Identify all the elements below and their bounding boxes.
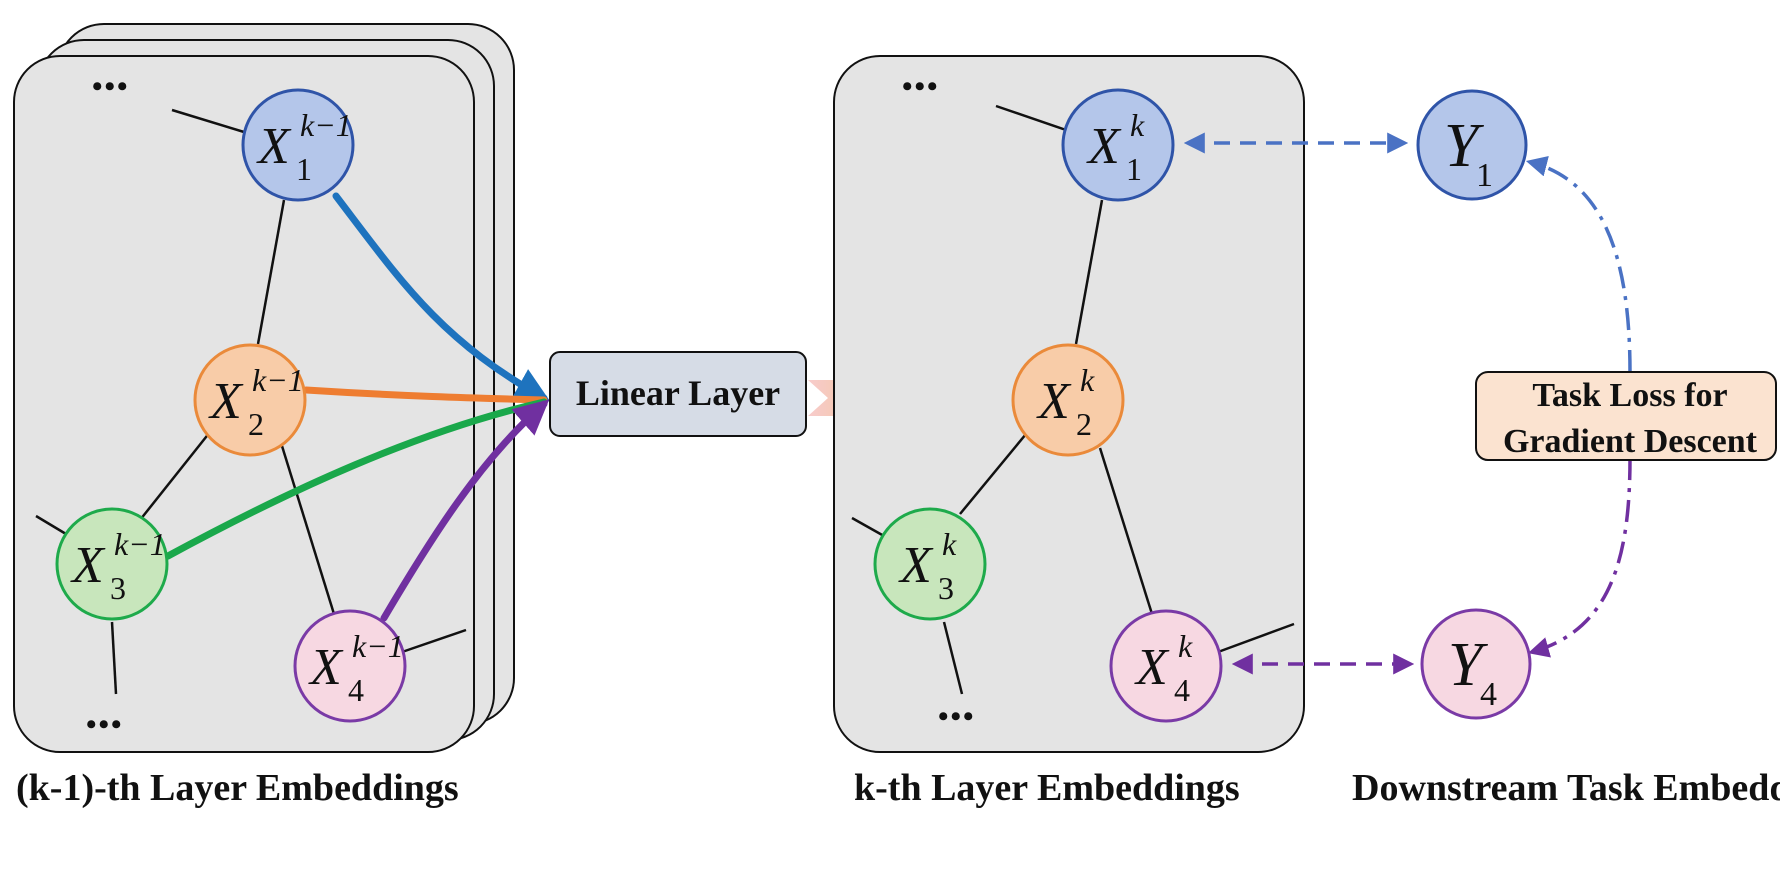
left-graph-edges [35, 108, 467, 695]
node-circle [1011, 343, 1125, 457]
loss-to-y4-curve [1527, 457, 1632, 658]
node-subscript: 3 [110, 570, 126, 606]
node-superscript: k [1178, 628, 1193, 664]
node-letter: X [256, 118, 292, 175]
node-letter: Y [1448, 631, 1488, 699]
node-superscript: k [942, 526, 957, 562]
node-subscript: 3 [938, 570, 954, 606]
node-letter: X [898, 537, 934, 594]
edge-x4-out [1217, 622, 1295, 654]
node-letter: X [308, 639, 344, 696]
edge-x2-x3 [959, 433, 1027, 515]
right-graph-edges [851, 104, 1295, 695]
node-superscript: k−1 [114, 526, 166, 562]
right-node-x2: X k 2 [1011, 343, 1125, 457]
node-superscript: k−1 [300, 107, 352, 143]
node-circle [241, 88, 355, 202]
task-loss-box: Task Loss for Gradient Descent [1475, 371, 1777, 461]
right-node-x3: X k 3 [873, 507, 987, 621]
node-subscript: 1 [296, 151, 312, 187]
linear-layer: Linear Layer [549, 351, 807, 437]
arrow-x3-to-linear [164, 398, 548, 560]
edge-x4-out [401, 628, 467, 654]
edge-x2-x3 [139, 431, 211, 521]
node-superscript: k [1080, 362, 1095, 398]
node-letter: X [70, 537, 106, 594]
edge-x3-out-left [35, 514, 67, 536]
svg-text:X: X [1134, 639, 1170, 696]
node-letter: X [1086, 118, 1122, 175]
node-letter: X [1134, 639, 1170, 696]
right-ellipsis-bottom: ••• [938, 700, 976, 733]
svg-text:X: X [70, 537, 106, 594]
edge-x3-out-left [851, 516, 885, 538]
loss-to-y1-curve [1525, 156, 1632, 373]
node-circle [55, 507, 169, 621]
edge-x3-out-down [110, 621, 118, 695]
node-subscript: 4 [348, 672, 364, 708]
svg-text:X: X [898, 537, 934, 594]
node-circle [873, 507, 987, 621]
right-node-x4: X k 4 [1109, 609, 1223, 723]
edge-x1-x2 [256, 199, 286, 345]
task-loss-line2: Gradient Descent [1503, 423, 1758, 460]
aggregation-arrows [164, 192, 551, 622]
edge-x1-x2 [1074, 199, 1104, 345]
edge-x1-out [171, 108, 245, 134]
left-ellipsis-bottom: ••• [86, 708, 124, 741]
node-superscript: k−1 [252, 362, 304, 398]
node-circle [1416, 89, 1528, 201]
svg-text:X: X [1036, 373, 1072, 430]
linear-layer-box [549, 351, 807, 437]
dashed-links [1183, 132, 1415, 675]
node-letter: X [1036, 373, 1072, 430]
edge-x3-out-down [942, 621, 964, 695]
node-circle [193, 343, 307, 457]
linear-layer-label: Linear Layer [576, 373, 780, 413]
svg-text:X: X [308, 639, 344, 696]
downstream-node-y4: Y 4 [1420, 608, 1532, 720]
left-ellipsis-top: ••• [92, 70, 130, 103]
left-panel-caption: (k-1)-th Layer Embeddings [16, 767, 459, 809]
node-circle [293, 609, 407, 723]
task-loss-line1: Task Loss for [1532, 377, 1727, 414]
arrow-x2-to-linear [302, 386, 548, 404]
right-ellipsis-top: ••• [902, 70, 940, 103]
right-node-x1: X k 1 [1061, 88, 1175, 202]
loss-feedback-curves [1525, 156, 1632, 658]
node-subscript: 1 [1126, 151, 1142, 187]
edge-x1-out [995, 104, 1067, 132]
node-circle [1420, 608, 1532, 720]
edge-x2-x4 [1098, 447, 1154, 615]
node-subscript: 4 [1480, 676, 1497, 713]
node-superscript: k [1130, 107, 1145, 143]
svg-text:X: X [208, 373, 244, 430]
right-panel-caption: k-th Layer Embeddings [854, 767, 1240, 809]
node-subscript: 1 [1476, 157, 1493, 194]
node-letter: Y [1444, 112, 1484, 180]
arrow-x4-to-linear [380, 399, 550, 622]
left-node-x4: X k−1 4 [293, 609, 407, 723]
left-node-x3: X k−1 3 [55, 507, 169, 621]
svg-text:X: X [1086, 118, 1122, 175]
node-letter: X [208, 373, 244, 430]
node-subscript: 2 [1076, 406, 1092, 442]
node-circle [1109, 609, 1223, 723]
task-loss-rect [1475, 371, 1777, 461]
left-node-x1: X k−1 1 [241, 88, 355, 202]
downstream-caption: Downstream Task Embeddings [1352, 767, 1780, 809]
arrow-x1-to-linear [332, 192, 551, 402]
downstream-node-y1: Y 1 [1416, 89, 1528, 201]
left-node-x2: X k−1 2 [193, 343, 307, 457]
node-superscript: k−1 [352, 628, 404, 664]
node-subscript: 2 [248, 406, 264, 442]
edge-x2-x4 [280, 445, 336, 615]
svg-text:X: X [256, 118, 292, 175]
node-circle [1061, 88, 1175, 202]
node-subscript: 4 [1174, 672, 1190, 708]
